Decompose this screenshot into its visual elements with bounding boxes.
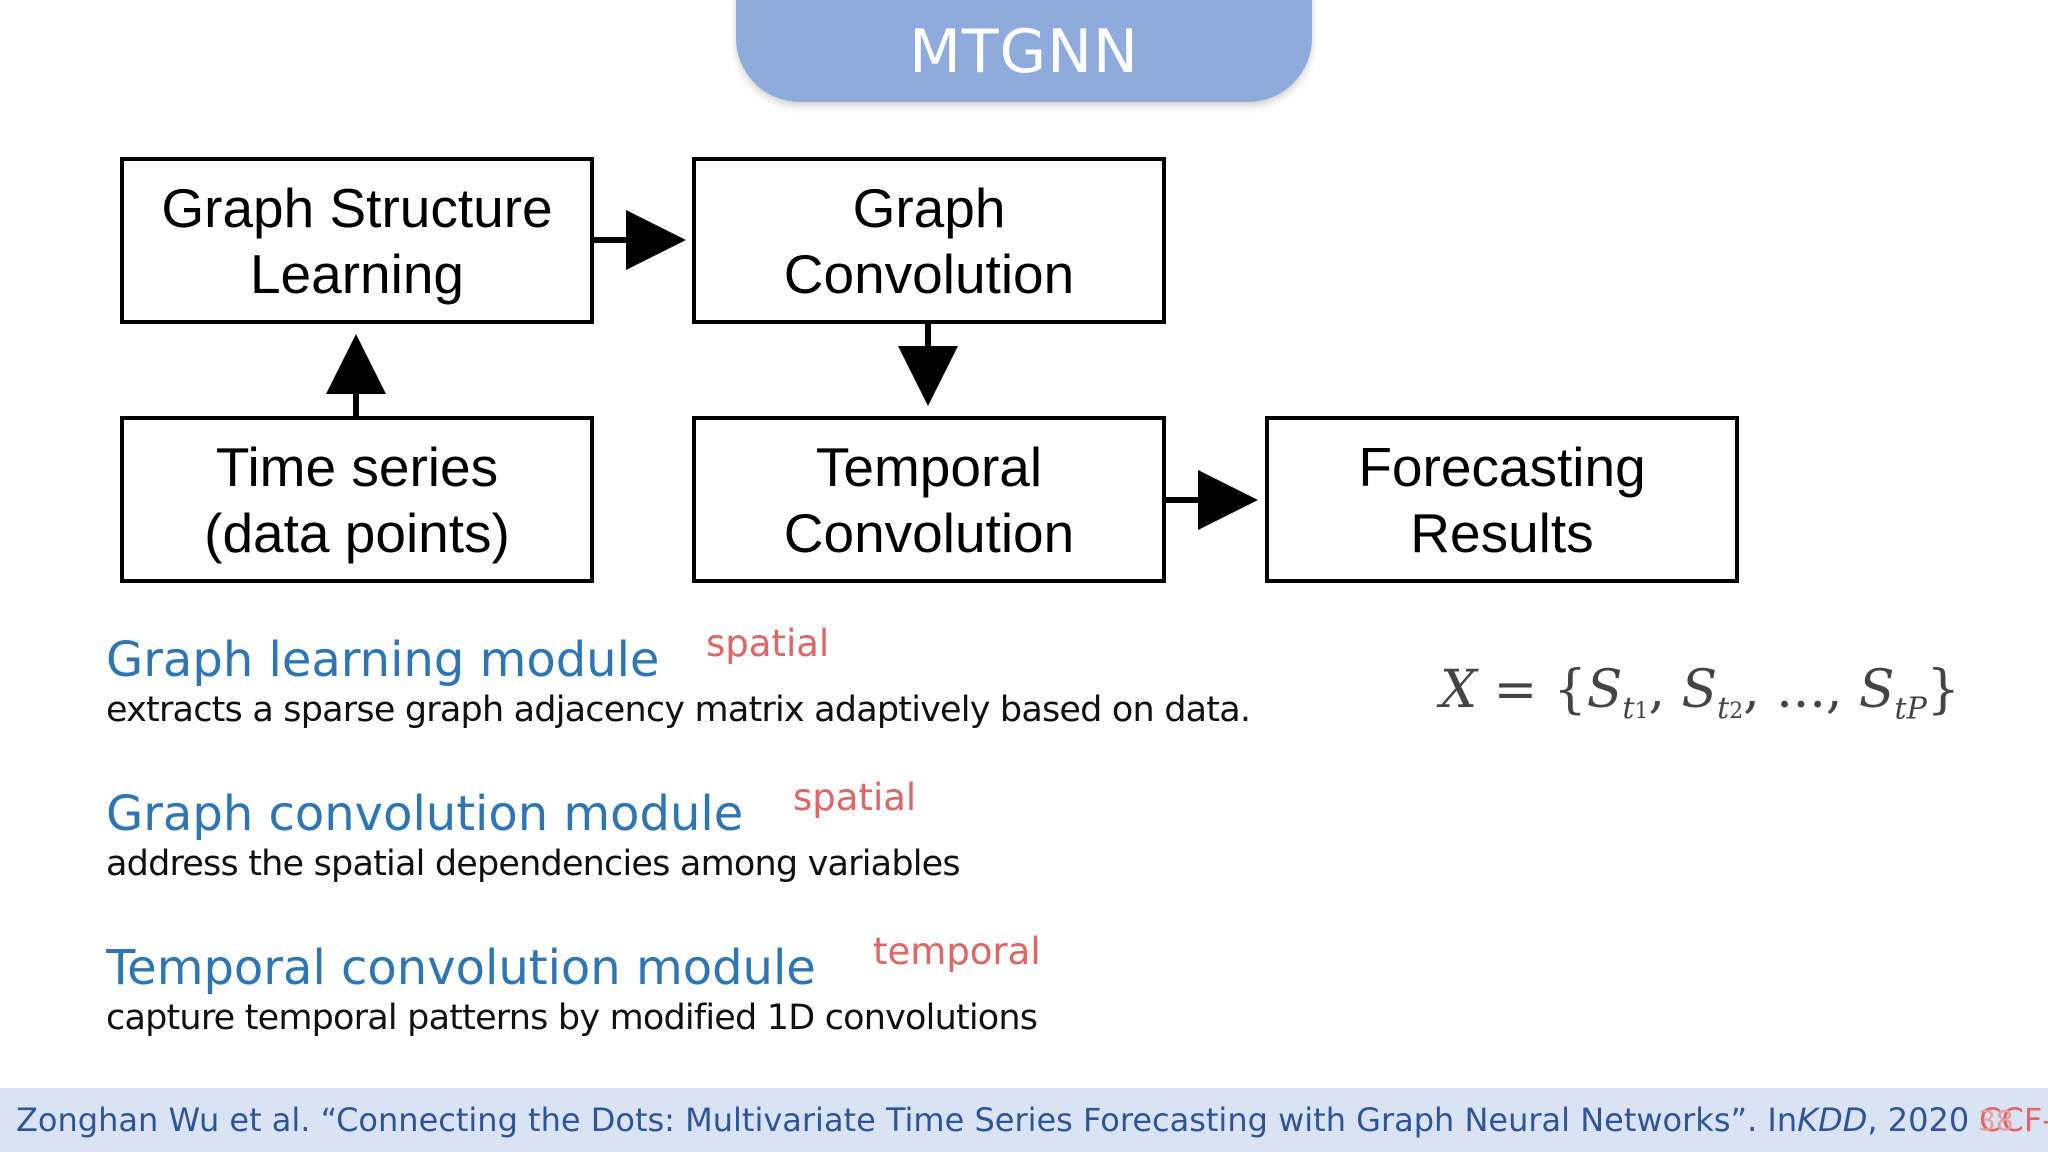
citation-venue: KDD (1797, 1101, 1868, 1139)
slide-title: MTGNN (909, 17, 1139, 87)
formula-s2: S (1681, 660, 1718, 720)
box-label: Graph Convolution (783, 176, 1075, 305)
module-tag: spatial (793, 776, 917, 819)
formula-sp-sub: tP (1894, 691, 1927, 727)
formula-close-brace: } (1926, 660, 1960, 720)
formula-s1-sub: t (1622, 691, 1635, 727)
formula-equals: = (1493, 660, 1538, 720)
module-title: Graph convolution module (106, 786, 744, 842)
module-graph-learning: Graph learning module spatial extracts a… (106, 622, 1251, 730)
citation-text: Zonghan Wu et al. “Connecting the Dots: … (16, 1101, 1798, 1139)
box-temporal-convolution: Temporal Convolution (692, 416, 1166, 583)
formula-s2-subsub: 2 (1729, 699, 1744, 725)
formula-s1: S (1586, 660, 1623, 720)
module-description: capture temporal patterns by modified 1D… (106, 998, 1038, 1038)
formula-open-brace: { (1553, 660, 1587, 720)
module-description: extracts a sparse graph adjacency matrix… (106, 690, 1251, 730)
module-title: Graph learning module (106, 632, 660, 688)
input-formula: X = {St1, St2, ..., StP} (1440, 660, 1960, 727)
formula-s1-subsub: 1 (1634, 699, 1649, 725)
box-graph-structure-learning: Graph Structure Learning (120, 157, 594, 324)
citation-year: , 2020 (1867, 1101, 1970, 1139)
module-description: address the spatial dependencies among v… (106, 844, 961, 884)
box-label: Graph Structure Learning (161, 176, 553, 305)
box-time-series: Time series (data points) (120, 416, 594, 583)
box-label: Temporal Convolution (783, 435, 1075, 564)
citation-footer: Zonghan Wu et al. “Connecting the Dots: … (0, 1088, 2048, 1152)
formula-sp: S (1858, 660, 1895, 720)
page-number: 38 (1978, 1103, 2014, 1137)
box-forecasting-results: Forecasting Results (1265, 416, 1739, 583)
module-tag: temporal (873, 930, 1041, 973)
slide-title-tab: MTGNN (736, 0, 1312, 102)
box-label: Forecasting Results (1358, 435, 1646, 564)
box-label: Time series (data points) (204, 435, 510, 564)
ccf-rank-badge: CCF-A (1979, 1101, 2048, 1139)
formula-lhs: X (1440, 660, 1478, 720)
formula-dots: ... (1776, 660, 1826, 720)
module-temporal-convolution: Temporal convolution module temporal cap… (106, 930, 1041, 1038)
box-graph-convolution: Graph Convolution (692, 157, 1166, 324)
module-title: Temporal convolution module (106, 940, 816, 996)
module-graph-convolution: Graph convolution module spatial address… (106, 776, 961, 884)
module-tag: spatial (706, 622, 830, 665)
formula-s2-sub: t (1717, 691, 1730, 727)
